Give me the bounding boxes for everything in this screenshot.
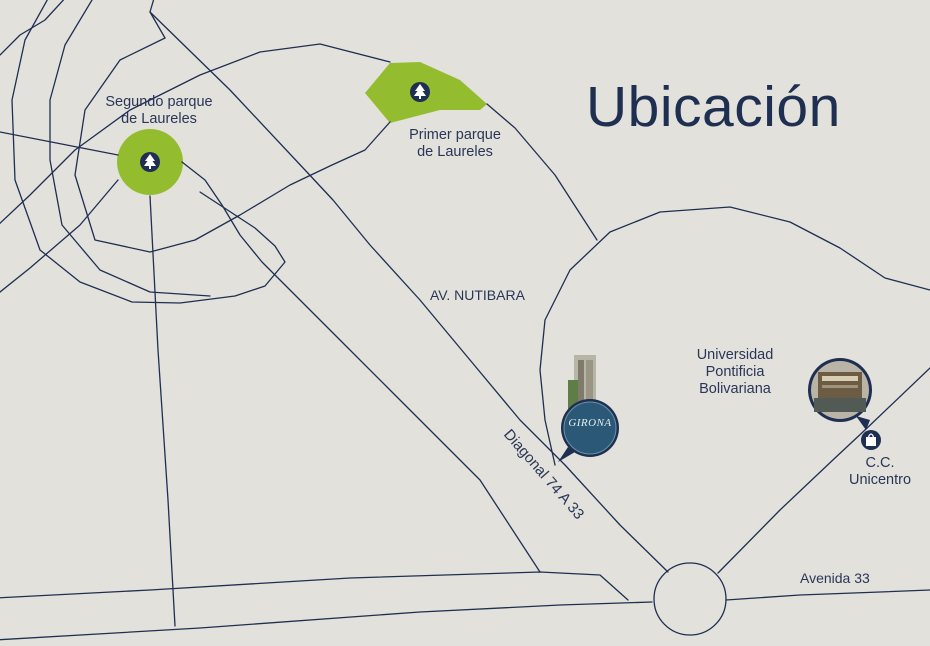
project-logo: GIRONA xyxy=(568,417,612,429)
unicentro-label: C.C. Unicentro xyxy=(848,455,912,488)
street-label-avenida33: Avenida 33 xyxy=(800,570,870,586)
universidad-label: Universidad Pontificia Bolivariana xyxy=(696,347,774,397)
primer-parque-label: Primer parque de Laureles xyxy=(409,127,501,160)
unicentro-photo-pin[interactable] xyxy=(808,358,872,430)
segundo-parque-label: Segundo parque de Laureles xyxy=(105,94,213,127)
segundo-parque-tree-icon xyxy=(140,152,160,172)
page-title: Ubicación xyxy=(586,75,841,139)
shopping-bag-icon xyxy=(861,430,881,450)
street-label-nutibara: AV. NUTIBARA xyxy=(430,287,525,303)
primer-parque-tree-icon xyxy=(410,82,430,102)
project-location-pin[interactable] xyxy=(558,399,619,462)
